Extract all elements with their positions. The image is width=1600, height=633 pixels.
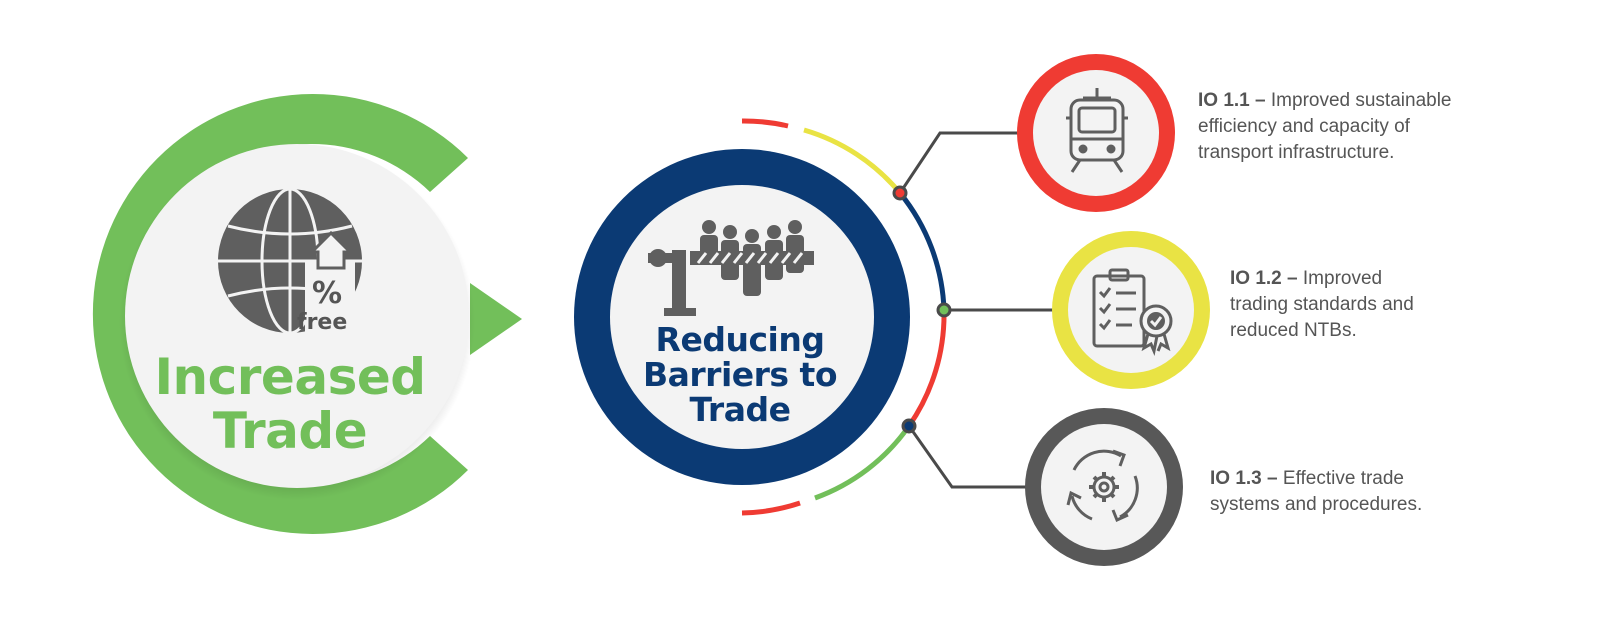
outcome-1-badge (1017, 54, 1175, 212)
globe-percent-up-icon (218, 187, 362, 340)
goal-arrow-head (470, 283, 522, 355)
center-title-line1: Reducing (655, 320, 825, 359)
outcome-2-line2: trading standards and (1230, 294, 1414, 315)
outcome-2-line3: reduced NTBs. (1230, 320, 1357, 341)
gear-cycle-icon (1066, 449, 1139, 523)
outcome-3-line1: Effective trade (1282, 468, 1404, 489)
free-caption: free (297, 310, 348, 335)
center-title: Reducing Barriers to Trade (620, 322, 860, 427)
outcome-3-line2: systems and procedures. (1210, 494, 1423, 515)
decorative-arcs (741, 118, 947, 516)
percent-sign: % (312, 276, 343, 311)
outcome-1-line1: Improved sustainable (1270, 90, 1452, 111)
goal-title: Increased Trade (100, 350, 480, 458)
center-ring (574, 149, 910, 485)
goal-title-line1: Increased (154, 348, 426, 406)
outcome-2-code: IO 1.2 – (1230, 268, 1298, 289)
outcome-2-line1: Improved (1302, 268, 1383, 289)
outcome-1-line2: efficiency and capacity of (1198, 116, 1410, 137)
outcome-3-code: IO 1.3 – (1210, 468, 1278, 489)
outcome-1-line3: transport infrastructure. (1198, 142, 1395, 163)
goal-title-line2: Trade (212, 402, 368, 460)
outcome-2-badge (1052, 231, 1210, 389)
connectors (898, 131, 1057, 489)
connector-dots (892, 185, 952, 434)
outcome-2-text: IO 1.2 – Improved trading standards and … (1230, 266, 1414, 344)
outcome-3-badge (1025, 408, 1183, 566)
outcome-3-text: IO 1.3 – Effective trade systems and pro… (1210, 466, 1422, 518)
barrier-crowd-icon (648, 220, 814, 316)
center-title-line3: Trade (689, 390, 791, 429)
train-icon (1066, 88, 1128, 173)
outcome-1-text: IO 1.1 – Improved sustainable efficiency… (1198, 88, 1452, 166)
center-title-line2: Barriers to (642, 355, 838, 394)
certificate-checklist-icon (1092, 268, 1173, 357)
outcome-1-code: IO 1.1 – (1198, 90, 1266, 111)
